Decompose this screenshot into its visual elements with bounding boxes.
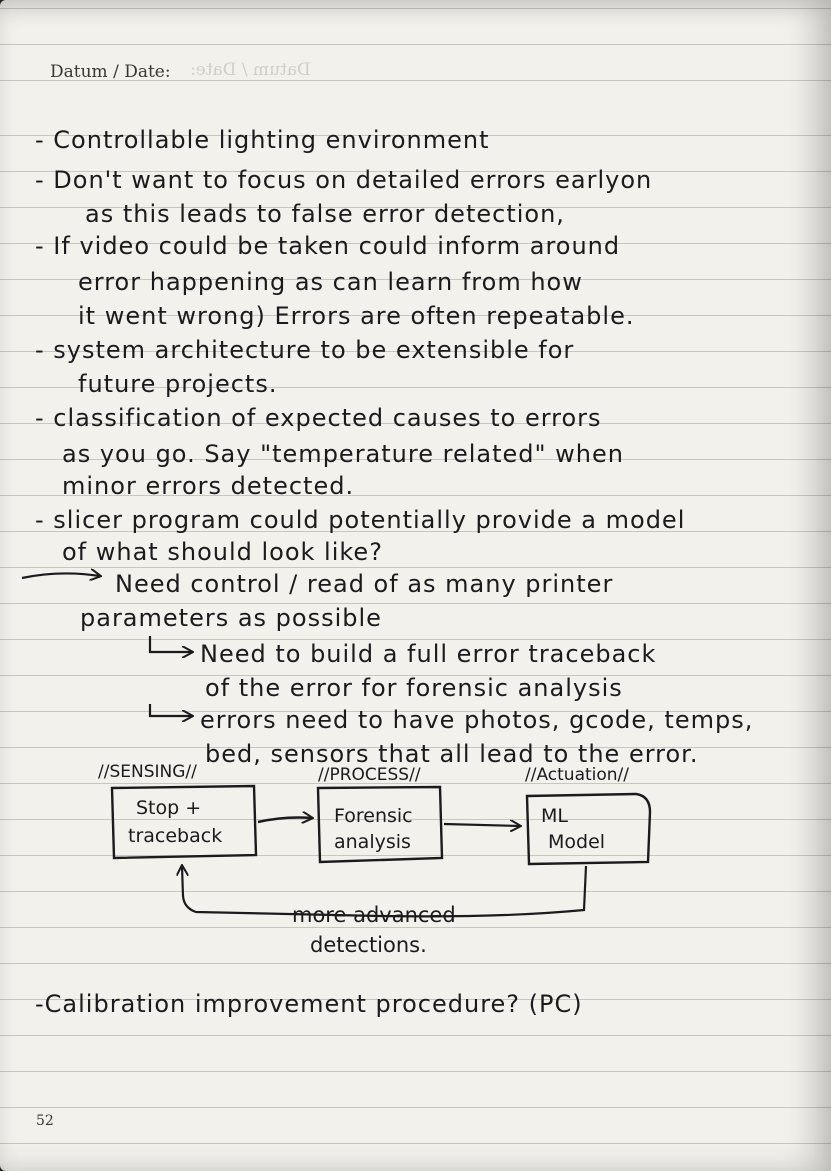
- bullet-arrow-icon: [21, 573, 100, 578]
- node-label: traceback: [128, 825, 222, 847]
- node-label: analysis: [334, 831, 411, 853]
- note-line: - system architecture to be extensible f…: [35, 336, 575, 364]
- arrow-icon: [257, 818, 312, 823]
- node-label: Forensic: [334, 805, 413, 827]
- note-line: bed, sensors that all lead to the error.: [205, 740, 699, 768]
- node-label: Model: [548, 831, 605, 853]
- stage-label-actuation: //Actuation//: [525, 765, 629, 785]
- note-line: - Don't want to focus on detailed errors…: [35, 166, 653, 194]
- node-forensic-analysis: Forensic analysis: [316, 785, 444, 864]
- return-arrow-icon: [148, 636, 192, 652]
- node-ml-model: ML Model: [525, 792, 652, 866]
- note-line: - classification of expected causes to e…: [35, 404, 602, 432]
- note-line: as you go. Say "temperature related" whe…: [62, 440, 624, 468]
- stage-label-process: //PROCESS//: [318, 765, 421, 785]
- note-line: errors need to have photos, gcode, temps…: [200, 706, 754, 734]
- node-label: ML: [541, 805, 568, 827]
- arrow-icon: [443, 824, 520, 826]
- note-line: of what should look like?: [62, 538, 383, 566]
- date-header: Datum / Date:: [50, 62, 171, 82]
- note-line: Need control / read of as many printer: [115, 570, 614, 598]
- stage-label-sensing: //SENSING//: [98, 762, 197, 782]
- note-line: minor errors detected.: [62, 472, 355, 500]
- note-line: it went wrong) Errors are often repeatab…: [78, 302, 635, 330]
- note-line: as this leads to false error detection,: [85, 200, 565, 228]
- calibration-note: -Calibration improvement procedure? (PC): [35, 990, 583, 1018]
- node-label: Stop +: [136, 797, 201, 819]
- note-line: of the error for forensic analysis: [205, 674, 623, 702]
- note-line: - If video could be taken could inform a…: [35, 232, 621, 260]
- note-line: parameters as possible: [80, 604, 382, 632]
- note-line: - slicer program could potentially provi…: [35, 506, 686, 534]
- feedback-label: more advanced: [292, 903, 456, 927]
- note-line: - Controllable lighting environment: [35, 126, 490, 154]
- page-number: 52: [36, 1113, 54, 1129]
- node-stop-traceback: Stop + traceback: [110, 784, 258, 860]
- feedback-arrow-icon: [182, 866, 588, 918]
- note-line: error happening as can learn from how: [78, 268, 583, 296]
- note-line: future projects.: [78, 370, 278, 398]
- feedback-label: detections.: [310, 933, 427, 957]
- return-arrow-icon: [148, 704, 192, 716]
- note-line: Need to build a full error traceback: [200, 640, 657, 668]
